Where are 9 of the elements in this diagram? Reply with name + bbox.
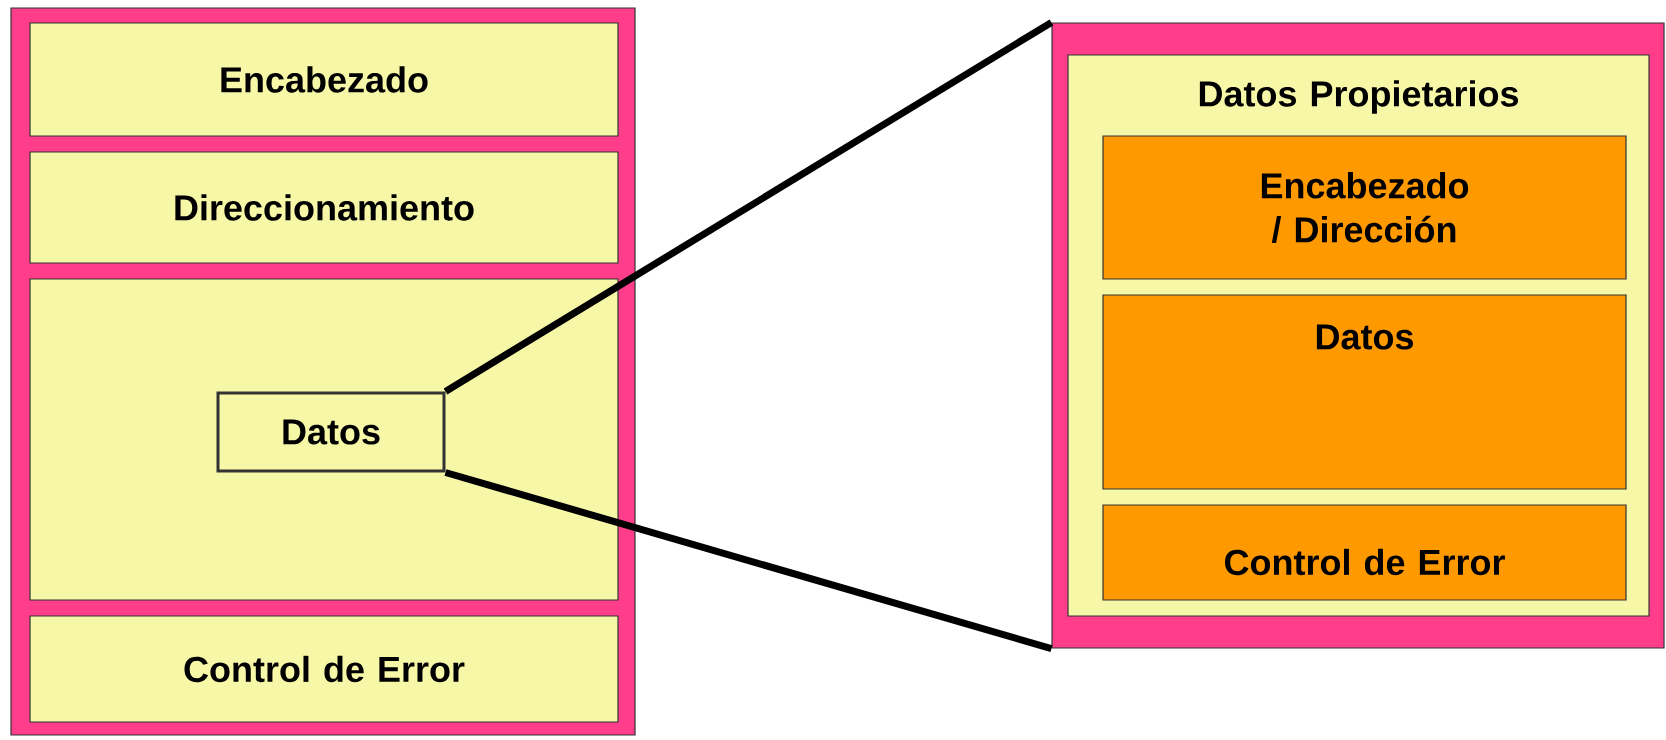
- field-box: Encabezado / Dirección: [1102, 135, 1627, 280]
- field-box: Datos: [216, 391, 446, 473]
- zoom-line: [443, 19, 1054, 395]
- field-box: Control de Error: [29, 615, 619, 723]
- zoom-line: [444, 469, 1053, 652]
- field-box: Encabezado: [29, 22, 619, 137]
- field-box: Control de Error: [1102, 504, 1627, 601]
- field-box: Direccionamiento: [29, 151, 619, 264]
- field-box: Datos: [1102, 294, 1627, 490]
